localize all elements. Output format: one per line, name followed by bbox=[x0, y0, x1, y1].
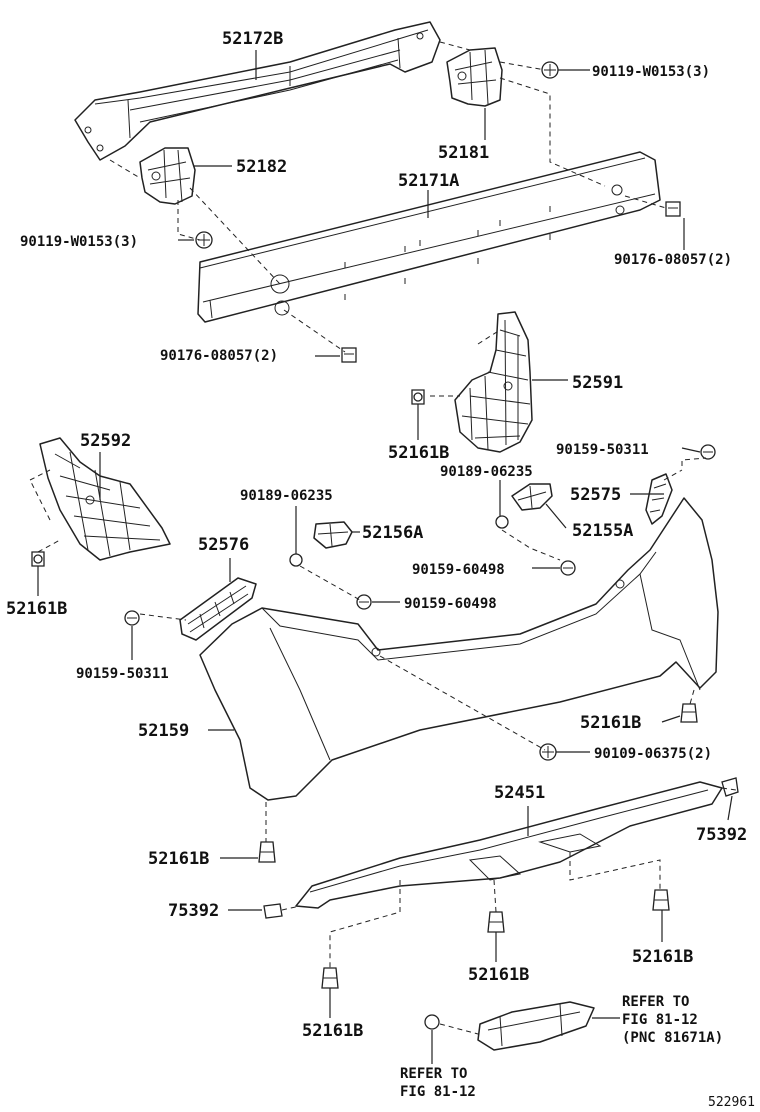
part-number-label: 75392 bbox=[696, 825, 747, 845]
clip-icon bbox=[721, 777, 739, 797]
part-number-label: 52161B bbox=[302, 1021, 363, 1041]
screw-icon bbox=[124, 610, 140, 626]
part-labels: 52172B 52181 52182 52171A 90119-W0153(3)… bbox=[6, 29, 755, 1110]
part-number-label: 90119-W0153(3) bbox=[20, 234, 138, 250]
push-clip-icon bbox=[680, 703, 698, 723]
part-number-label: 52159 bbox=[138, 721, 189, 741]
bumper-bracket-right bbox=[446, 47, 503, 107]
part-number-label: 52591 bbox=[572, 373, 623, 393]
part-number-label: 52161B bbox=[580, 713, 641, 733]
part-number-label: 90189-06235 bbox=[240, 488, 333, 504]
clip-icon bbox=[665, 201, 681, 217]
bumper-bracket-center-left bbox=[313, 521, 353, 549]
part-number-label: 52592 bbox=[80, 431, 131, 451]
bolt-icon bbox=[541, 61, 559, 79]
clip-icon bbox=[341, 347, 357, 363]
rear-lower-spoiler bbox=[295, 781, 723, 909]
part-number-label: 90159-50311 bbox=[76, 666, 169, 682]
bumper-reinforcement-upper bbox=[74, 21, 441, 161]
part-number-label: 52161B bbox=[468, 965, 529, 985]
part-number-label: 90159-60498 bbox=[412, 562, 505, 578]
side-bracket-right bbox=[645, 473, 673, 525]
fasteners bbox=[31, 61, 739, 1030]
rear-bumper-cover bbox=[199, 497, 719, 801]
part-number-label: 90159-50311 bbox=[556, 442, 649, 458]
push-clip-icon bbox=[487, 911, 505, 933]
reference-note: REFER TO bbox=[400, 1066, 467, 1082]
bumper-bracket-center-right bbox=[511, 483, 553, 511]
part-number-label: 90189-06235 bbox=[440, 464, 533, 480]
part-number-label: 52171A bbox=[398, 171, 459, 191]
leader-lines bbox=[37, 50, 733, 1064]
screw-icon bbox=[424, 1014, 440, 1030]
part-number-label: 90159-60498 bbox=[404, 596, 497, 612]
reference-note: FIG 81-12 bbox=[400, 1084, 476, 1100]
push-clip-icon bbox=[411, 389, 425, 405]
bolt-icon bbox=[539, 743, 557, 761]
grommet-icon bbox=[289, 553, 303, 567]
screw-icon bbox=[356, 594, 372, 610]
reference-note: (PNC 81671A) bbox=[622, 1030, 723, 1046]
side-bracket-left bbox=[179, 577, 257, 641]
part-number-label: 52161B bbox=[388, 443, 449, 463]
bolt-icon bbox=[195, 231, 213, 249]
grommet-icon bbox=[495, 515, 509, 529]
screw-icon bbox=[700, 444, 716, 460]
screw-icon bbox=[560, 560, 576, 576]
rear-reflector-lamp bbox=[477, 1001, 595, 1051]
part-number-label: 52155A bbox=[572, 521, 633, 541]
part-number-label: 52575 bbox=[570, 485, 621, 505]
figure-id: 522961 bbox=[708, 1095, 755, 1110]
part-number-label: 90176-08057(2) bbox=[160, 348, 278, 364]
part-number-label: 52161B bbox=[6, 599, 67, 619]
part-number-label: 52576 bbox=[198, 535, 249, 555]
part-number-label: 90176-08057(2) bbox=[614, 252, 732, 268]
side-retainer-right bbox=[454, 311, 533, 453]
reference-note: FIG 81-12 bbox=[622, 1012, 698, 1028]
part-number-label: 52161B bbox=[148, 849, 209, 869]
reference-note: REFER TO bbox=[622, 994, 689, 1010]
part-number-label: 52156A bbox=[362, 523, 423, 543]
clip-icon bbox=[263, 903, 283, 919]
push-clip-icon bbox=[31, 551, 45, 567]
push-clip-icon bbox=[321, 967, 339, 989]
side-retainer-left bbox=[39, 437, 171, 561]
push-clip-icon bbox=[258, 841, 276, 863]
assembly-lines bbox=[29, 41, 737, 1035]
part-number-label: 52172B bbox=[222, 29, 283, 49]
bumper-bracket-left bbox=[139, 147, 196, 205]
part-number-label: 75392 bbox=[168, 901, 219, 921]
part-number-label: 90119-W0153(3) bbox=[592, 64, 710, 80]
part-number-label: 52182 bbox=[236, 157, 287, 177]
push-clip-icon bbox=[652, 889, 670, 911]
part-number-label: 90109-06375(2) bbox=[594, 746, 712, 762]
bumper-reinforcement-lower bbox=[197, 151, 661, 323]
part-number-label: 52181 bbox=[438, 143, 489, 163]
part-number-label: 52451 bbox=[494, 783, 545, 803]
part-number-label: 52161B bbox=[632, 947, 693, 967]
